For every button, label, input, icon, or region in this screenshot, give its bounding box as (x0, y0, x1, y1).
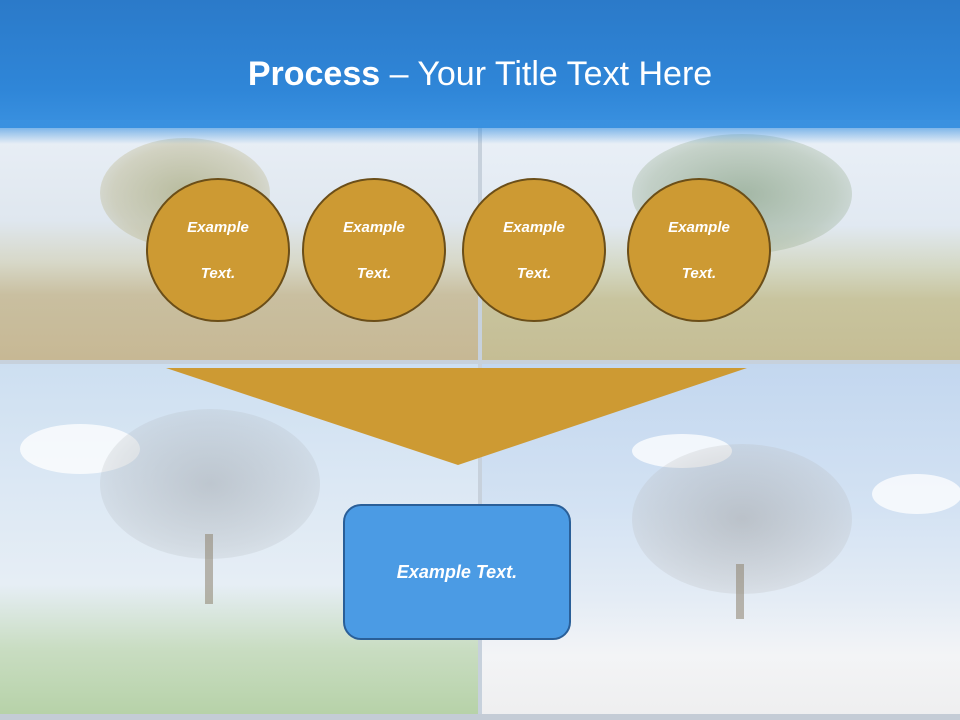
input-circle-4-line1: Example (668, 218, 730, 236)
title-bar-fade (0, 120, 960, 144)
input-circle-3-line1: Example (503, 218, 565, 236)
bottom-edge (0, 714, 960, 720)
funnel-shape (166, 368, 747, 465)
title-rest-part: – Your Title Text Here (380, 55, 713, 93)
output-box-label: Example Text. (396, 561, 518, 582)
output-box[interactable]: Example Text. (343, 504, 571, 640)
title-bold-part: Process (247, 55, 381, 93)
input-circle-2-line2: Text. (356, 264, 392, 282)
winter-tree-photo (482, 364, 960, 720)
title-bar (0, 0, 960, 128)
input-circle-1-line2: Text. (200, 264, 236, 282)
input-circle-1-line1: Example (187, 218, 249, 236)
input-circle-2-line1: Example (343, 218, 405, 236)
input-circle-3-line2: Text. (516, 264, 552, 282)
input-circle-4-line2: Text. (681, 264, 717, 282)
slide-title[interactable]: Process – Your Title Text Here (0, 52, 960, 96)
